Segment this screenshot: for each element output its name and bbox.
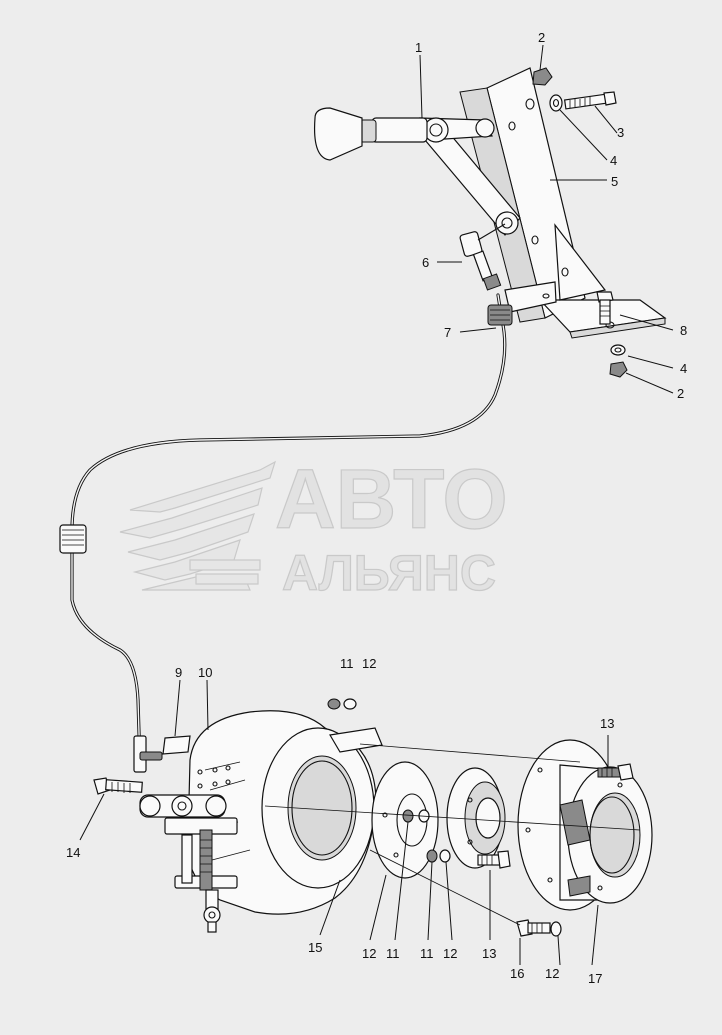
callout-14: 14 <box>66 845 80 860</box>
callout-7: 7 <box>444 325 451 340</box>
watermark: АВТО АЛЬЯНС <box>119 451 508 602</box>
lever-assembly <box>313 67 667 378</box>
callout-leaders <box>79 44 674 966</box>
nut-2-lower <box>609 361 628 378</box>
callout-12-b: 12 <box>362 946 376 961</box>
callout-11-top: 11 <box>340 656 354 671</box>
nut-11-a <box>402 809 414 823</box>
washer-4-lower <box>610 344 626 356</box>
nut-11-b <box>426 849 438 863</box>
callout-11-b: 11 <box>386 946 400 961</box>
washer-12-top <box>343 698 357 710</box>
callout-2-upper: 2 <box>538 30 545 45</box>
callout-15: 15 <box>308 940 322 955</box>
washer-12-d <box>550 921 562 937</box>
nut-2-upper <box>532 67 553 86</box>
bolt-13-right <box>597 763 634 781</box>
band-clip <box>329 727 383 753</box>
callout-12-top: 12 <box>362 656 376 671</box>
callout-16: 16 <box>510 966 524 981</box>
lever-shaft <box>371 117 428 143</box>
washer-12-b <box>439 849 451 863</box>
callout-5: 5 <box>611 174 618 189</box>
callout-8: 8 <box>680 323 687 338</box>
bolt-16 <box>516 919 551 937</box>
bolt-8 <box>596 291 614 325</box>
bracket-9 <box>162 735 191 755</box>
callout-4-lower: 4 <box>680 361 687 376</box>
bolt-3-upper <box>563 91 617 110</box>
callout-12-c: 12 <box>443 946 457 961</box>
housing-17 <box>517 739 653 911</box>
wing-logo-icon <box>119 460 277 591</box>
callout-10: 10 <box>198 665 212 680</box>
watermark-line2: АЛЬЯНС <box>282 545 496 601</box>
washer-4-upper <box>549 94 563 112</box>
callout-17: 17 <box>588 971 602 986</box>
callouts: 1 2 3 4 5 6 7 8 4 2 9 10 11 12 13 14 15 … <box>66 30 687 986</box>
callout-12-d: 12 <box>545 966 559 981</box>
brake-linkage <box>139 794 238 933</box>
callout-9: 9 <box>175 665 182 680</box>
callout-6: 6 <box>422 255 429 270</box>
callout-1: 1 <box>415 40 422 55</box>
control-cable <box>59 293 513 773</box>
bolt-14 <box>93 777 143 795</box>
callout-11-c: 11 <box>420 946 434 961</box>
cable-fitting-middle <box>59 524 87 554</box>
housing-slot <box>559 799 591 846</box>
callout-2-lower: 2 <box>677 386 684 401</box>
callout-13-right: 13 <box>600 716 614 731</box>
nut-11-top <box>327 698 341 710</box>
lever-knob <box>313 107 363 161</box>
bolt-13-center <box>477 850 511 869</box>
watermark-line1: АВТО <box>275 452 508 546</box>
callout-13-center: 13 <box>482 946 496 961</box>
bracket-gusset <box>554 223 607 301</box>
brake-assembly <box>93 698 653 937</box>
callout-3: 3 <box>617 125 624 140</box>
callout-4-upper: 4 <box>610 153 617 168</box>
